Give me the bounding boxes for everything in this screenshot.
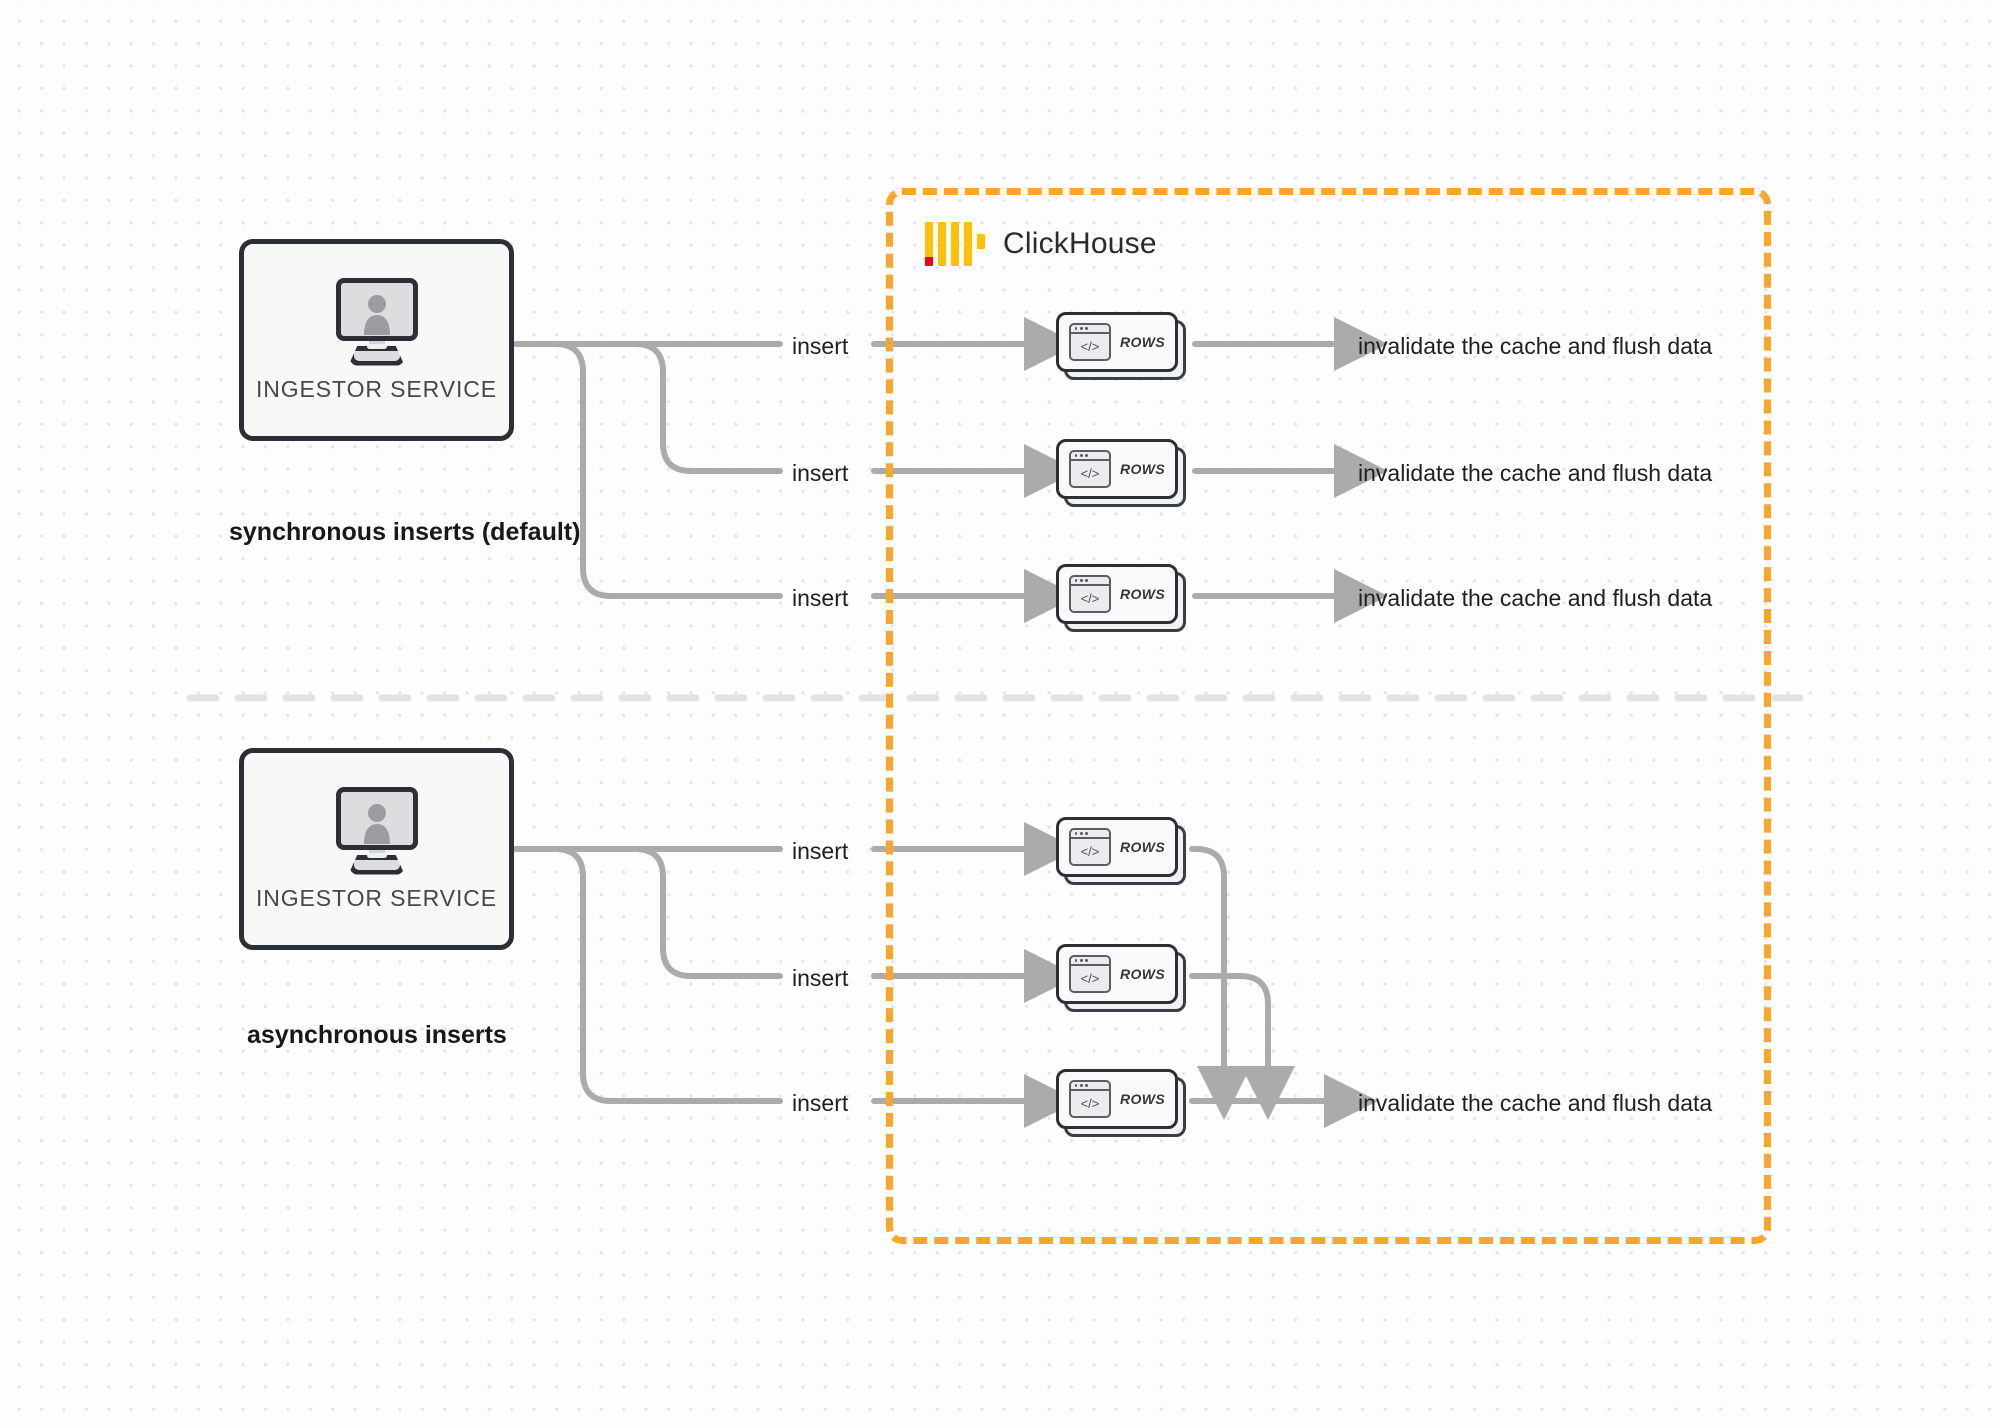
clickhouse-logo-icon (925, 222, 985, 266)
ingestor-service-async[interactable]: INGESTOR SERVICE (239, 748, 514, 950)
rows-card-sync-3[interactable]: </> ROWS (1056, 564, 1186, 632)
insert-label-sync-2: insert (792, 460, 849, 486)
code-window-icon: </> (1069, 1080, 1111, 1118)
code-window-icon: </> (1069, 450, 1111, 488)
rows-card-sync-2[interactable]: </> ROWS (1056, 439, 1186, 507)
rows-card-label: ROWS (1120, 1091, 1166, 1107)
async-branch-row2 (580, 846, 783, 979)
async-branch-row3 (513, 846, 783, 1104)
monitor-user-icon (328, 277, 426, 366)
clickhouse-header: ClickHouse (925, 222, 1157, 266)
code-window-icon: </> (1069, 575, 1111, 613)
ingestor-service-sync[interactable]: INGESTOR SERVICE (239, 239, 514, 441)
flush-label-sync-2: invalidate the cache and flush data (1358, 460, 1713, 486)
insert-label-sync-1: insert (792, 333, 849, 359)
insert-label-async-2: insert (792, 965, 849, 991)
rows-card-async-3[interactable]: </> ROWS (1056, 1069, 1186, 1137)
rows-card-label: ROWS (1120, 334, 1166, 350)
flush-label-async: invalidate the cache and flush data (1358, 1090, 1713, 1116)
insert-label-async-1: insert (792, 838, 849, 864)
insert-label-async-3: insert (792, 1090, 849, 1116)
section-title-async: asynchronous inserts (247, 1021, 507, 1049)
rows-card-label: ROWS (1120, 966, 1166, 982)
rows-card-async-1[interactable]: </> ROWS (1056, 817, 1186, 885)
monitor-user-icon (328, 786, 426, 875)
flush-label-sync-3: invalidate the cache and flush data (1358, 585, 1713, 611)
ingestor-service-label: INGESTOR SERVICE (255, 375, 498, 402)
rows-card-async-2[interactable]: </> ROWS (1056, 944, 1186, 1012)
section-title-sync: synchronous inserts (default) (229, 518, 581, 546)
person-silhouette-icon (363, 294, 390, 335)
code-window-icon: </> (1069, 955, 1111, 993)
sync-branch-row2 (580, 341, 783, 474)
person-silhouette-icon (363, 803, 390, 844)
clickhouse-title: ClickHouse (1003, 227, 1157, 260)
code-window-icon: </> (1069, 828, 1111, 866)
rows-card-label: ROWS (1120, 586, 1166, 602)
insert-label-sync-3: insert (792, 585, 849, 611)
rows-card-label: ROWS (1120, 461, 1166, 477)
sync-branch-row3 (513, 341, 783, 599)
ingestor-service-label: INGESTOR SERVICE (255, 884, 498, 911)
flush-label-sync-1: invalidate the cache and flush data (1358, 333, 1713, 359)
clickhouse-boundary (886, 188, 1771, 1244)
code-window-icon: </> (1069, 323, 1111, 361)
rows-card-sync-1[interactable]: </> ROWS (1056, 312, 1186, 380)
rows-card-label: ROWS (1120, 839, 1166, 855)
